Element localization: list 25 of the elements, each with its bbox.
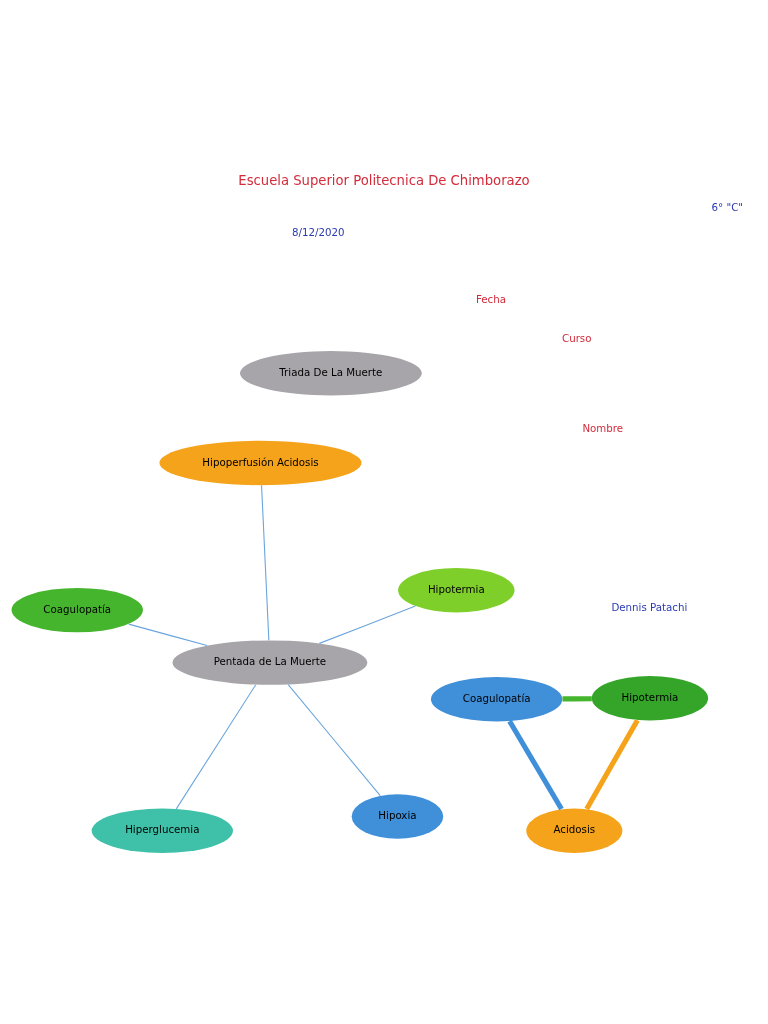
label: 6° "C" [711, 200, 744, 213]
connector [261, 484, 270, 641]
connector [175, 683, 257, 809]
label: Fecha [475, 292, 506, 305]
connector [507, 719, 564, 810]
node-ellipse: Hiperglucemia [91, 808, 233, 853]
diagram-title: Escuela Superior Politecnica De Chimborazo [238, 172, 530, 188]
connector [318, 605, 416, 644]
node-ellipse: Triada De La Muerte [240, 350, 422, 395]
node-ellipse: Pentada de La Muerte [172, 639, 368, 685]
node-ellipse: Acidosis [526, 808, 623, 853]
connector [562, 695, 592, 701]
node-ellipse: Hipotermia [591, 675, 709, 721]
label: Curso [561, 331, 592, 344]
label: 8/12/2020 [291, 225, 345, 238]
connector [128, 623, 208, 646]
label: Nombre [582, 421, 624, 434]
node-ellipse: Coagulopatía [430, 676, 563, 722]
connector [584, 718, 640, 810]
node-ellipse: Hipotermia [398, 567, 515, 612]
node-ellipse: Hipoxia [351, 793, 444, 839]
node-ellipse: Hipoperfusión Acidosis [159, 440, 362, 485]
label: Dennis Patachi [611, 600, 688, 613]
node-ellipse: Coagulopatía [11, 587, 143, 632]
connector [287, 683, 381, 796]
